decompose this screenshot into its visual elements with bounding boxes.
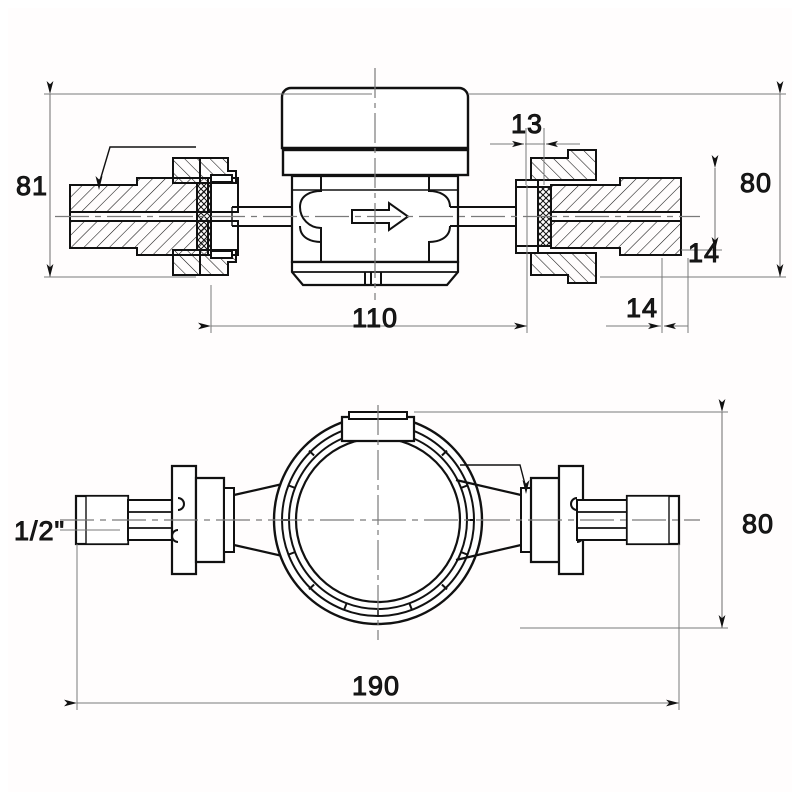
dimension-110-label: 110 [352,303,398,333]
dimension-80-plan-label: 80 [742,509,774,539]
dimension-14-tailpiece-label: 14 [626,293,658,323]
right-tailpiece-upper-wall [550,177,682,213]
gasket-leader [460,464,530,494]
dimension-190 [64,544,680,710]
dimension-13-label: 13 [511,109,543,139]
dimension-81 [44,81,372,278]
dimension-14-bore-label: 14 [688,238,720,268]
tailpiece-wall-leader [95,146,196,190]
dimension-190-label: 190 [352,671,400,701]
dimension-80-top-label: 80 [740,168,772,198]
dimension-14-tailpiece [606,258,689,333]
plan-right-collar [520,476,561,564]
dimension-110 [198,185,528,333]
right-tailpiece-lower-wall [550,220,682,256]
dimension-14-bore [681,155,722,251]
dimension-81-label: 81 [16,171,48,201]
thread-size-label: 1/2" [14,516,65,546]
dimension-80-top [468,81,786,278]
right-outlet-stub [450,206,516,227]
dimension-80-plan [414,399,728,629]
dimension-13 [490,128,580,185]
right-union-nut [530,149,597,284]
